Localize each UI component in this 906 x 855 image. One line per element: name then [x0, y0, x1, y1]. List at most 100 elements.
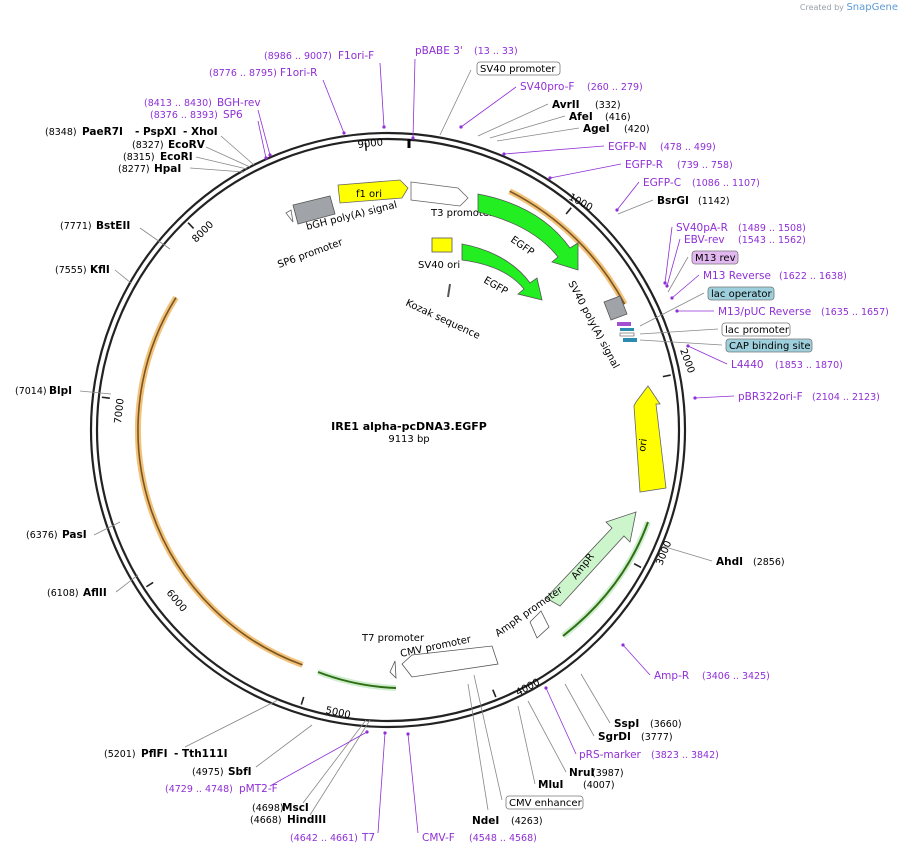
tick-label-7000: 7000 [113, 398, 127, 424]
leader-line [527, 700, 567, 773]
primer-site: EGFP-C(1086 .. 1107) [643, 177, 760, 189]
primer-mark [383, 731, 387, 735]
leader-line [220, 135, 255, 166]
primer-site: EGFP-R(739 .. 758) [625, 159, 733, 171]
bgh-polya-feature [292, 195, 336, 225]
leader-line [517, 705, 536, 785]
feature-box-label: SV40 promoter [480, 64, 556, 75]
primer-mark [268, 153, 272, 157]
primer-position: (739 .. 758) [677, 160, 733, 171]
leader-line [549, 163, 622, 179]
primer-name: M13/pUC Reverse [718, 306, 811, 318]
cmv-promoter-feature [401, 645, 499, 678]
leader-line [667, 256, 689, 293]
primer-name: M13 Reverse [703, 270, 771, 282]
enzyme-name: SgrDI [598, 731, 631, 743]
enzyme-name: MluI [538, 779, 563, 791]
tick-mark [187, 222, 195, 230]
enzyme-position: (4263) [511, 816, 543, 827]
enzyme-site: PasI(6376) [26, 529, 87, 541]
primer-mark [365, 730, 369, 734]
m13-rev-feature [617, 322, 631, 326]
enzyme-name: MscI [282, 802, 309, 814]
leader-line [114, 269, 132, 284]
primer-name: pRS-marker [579, 749, 642, 761]
enzyme-name: EcoRV [168, 139, 206, 151]
enzyme-site: - XhoI [183, 126, 218, 138]
leader-line [309, 719, 371, 816]
primer-name: Amp-R [654, 670, 689, 682]
leader-line [477, 103, 549, 137]
primer-name: EGFP-N [608, 141, 647, 153]
primer-name: L4440 [731, 359, 764, 371]
primer-name: F1ori-F [338, 50, 374, 62]
enzyme-site: MluI (4007) [538, 779, 615, 791]
primer-mark [615, 208, 619, 212]
egfp-orf-arc [317, 671, 397, 689]
enzyme-name: AhdI [716, 556, 743, 568]
primer-mark [406, 732, 410, 736]
f1-ori-label: f1 ori [356, 189, 382, 200]
primer-position: (1086 .. 1107) [692, 178, 760, 189]
primer-position: (3406 .. 3425) [702, 671, 770, 682]
enzyme-site: BstEII(7771) [60, 220, 130, 232]
enzyme-site: EcoRI(8315) [123, 151, 193, 163]
leader-line [379, 62, 385, 128]
primer-name: BGH-rev [217, 97, 261, 109]
primer-site: EGFP-N(478 .. 499) [608, 141, 716, 153]
sv40-polya-feature [603, 295, 628, 321]
enzyme-position: (420) [624, 124, 650, 135]
primer-site: Amp-R (3406 .. 3425) [654, 670, 770, 682]
feature-box-frame [505, 795, 584, 810]
primer-position: (3823 .. 3842) [651, 750, 719, 761]
primer-position: (4642 .. 4661) [290, 833, 358, 844]
leader-line [139, 227, 171, 250]
enzyme-site: MscI(4698) [252, 802, 309, 814]
leader-line [195, 156, 248, 170]
enzyme-position: (4007) [583, 780, 615, 791]
primer-mark [502, 152, 506, 156]
enzyme-name: BstEII [96, 220, 130, 232]
feature-box-frame [725, 338, 813, 353]
enzyme-name: NdeI [472, 815, 499, 827]
kozak-feature [447, 283, 451, 298]
ampr-promoter-label: AmpR promoter [493, 584, 565, 639]
feature-box-frame [707, 286, 775, 301]
enzyme-name: SspI [614, 718, 639, 730]
primer-mark [675, 309, 679, 313]
enzyme-site: HindIII(4668) [250, 814, 326, 826]
primer-position: (1543 .. 1562) [738, 235, 806, 246]
leader-line [439, 69, 472, 136]
leader-lines [79, 58, 735, 834]
leader-line [639, 328, 719, 335]
primer-mark [665, 284, 669, 288]
leader-line [564, 683, 595, 737]
enzyme-name: SbfI [228, 766, 252, 778]
leader-line [687, 345, 728, 365]
enzyme-name: AvrII [552, 99, 580, 111]
primer-site: L4440(1853 .. 1870) [731, 359, 843, 371]
ampr-orf-arc [562, 521, 649, 637]
primer-position: (1622 .. 1638) [779, 271, 847, 282]
enzyme-site: PflFI(5201) [104, 748, 168, 760]
enzyme-site: NdeI (4263) [472, 815, 543, 827]
primer-site: pBABE 3'(13 .. 33) [415, 45, 518, 57]
leader-line [545, 687, 577, 755]
primer-position: (260 .. 279) [587, 82, 643, 93]
sp6-promoter-label: SP6 promoter [276, 237, 345, 271]
enzyme-site: AgeI(420) [583, 123, 650, 135]
enzyme-position: (416) [605, 112, 631, 123]
sv40-polya-label: SV40 poly(A) signal [565, 279, 621, 370]
primer-site: EBV-rev(1543 .. 1562) [684, 234, 806, 246]
tick-mark [633, 562, 642, 569]
backbone-inner-ring [95, 137, 681, 723]
f1-ori-feature [337, 179, 409, 204]
sv40-ori-label: SV40 ori [418, 260, 460, 271]
lac-promoter-feature [619, 332, 635, 337]
enzyme-name: KflI [90, 264, 110, 276]
primer-site: SP6(8376 .. 8393) [150, 109, 243, 121]
enzyme-position: (4698) [252, 803, 284, 814]
primer-mark [686, 344, 690, 348]
enzyme-position: (7014) [15, 386, 47, 397]
primer-site: SV40pA-R(1489 .. 1508) [676, 222, 806, 234]
